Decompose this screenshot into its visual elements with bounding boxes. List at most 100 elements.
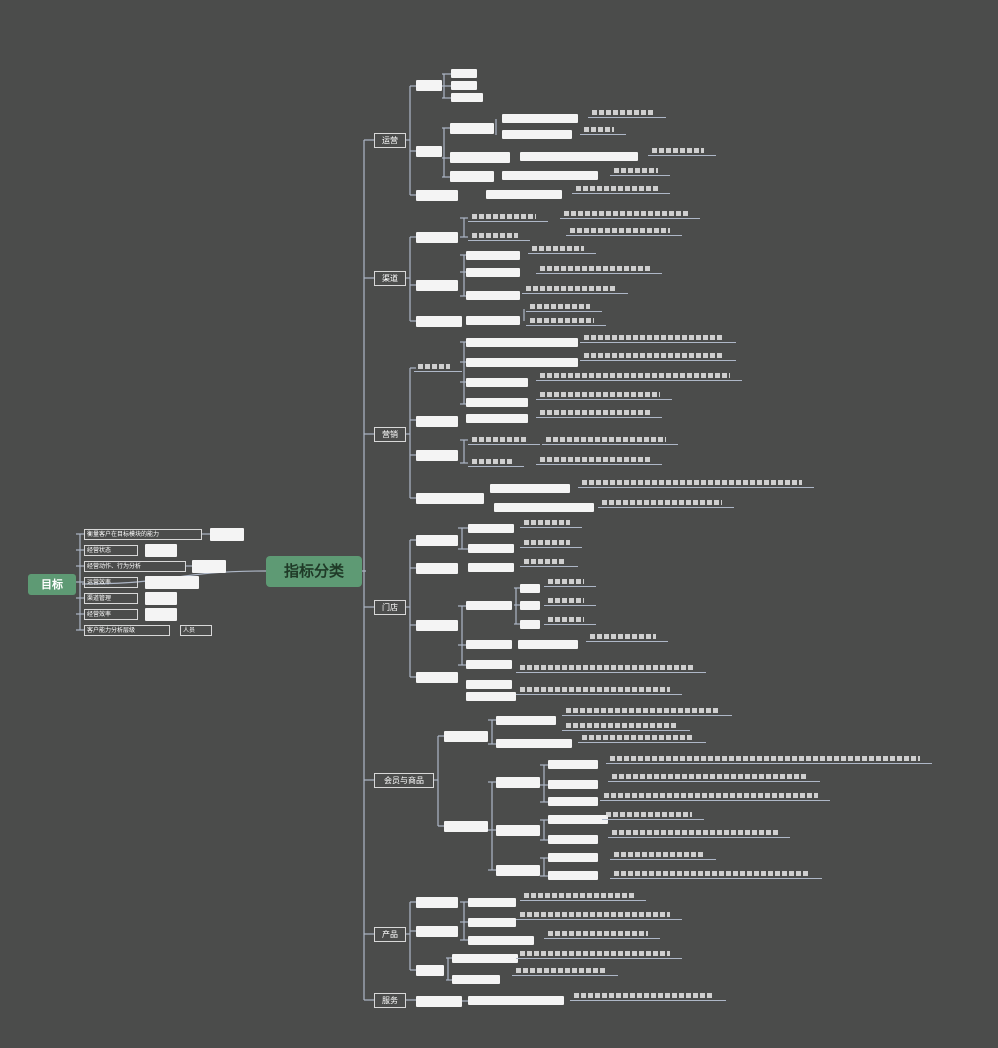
- blurred-text-line: [614, 871, 810, 876]
- redacted-box: [468, 898, 516, 907]
- redacted-box: [416, 316, 462, 327]
- category-node-store[interactable]: 门店: [374, 600, 406, 615]
- blurred-text-line: [584, 335, 724, 340]
- redacted-box: [451, 69, 477, 78]
- redacted-box: [444, 821, 488, 832]
- text-underline: [570, 1000, 726, 1001]
- category-label: 门店: [382, 603, 398, 612]
- redacted-box: [496, 825, 540, 836]
- redacted-box: [496, 739, 572, 748]
- redacted-box: [416, 450, 458, 461]
- root-node[interactable]: 指标分类: [266, 556, 362, 587]
- text-underline: [516, 958, 682, 959]
- goal-item[interactable]: 经营效率: [84, 609, 138, 620]
- text-underline: [516, 694, 682, 695]
- blurred-text-line: [540, 373, 730, 378]
- redacted-box: [451, 93, 483, 102]
- blurred-text-line: [532, 246, 584, 251]
- goal-item[interactable]: 运营效率: [84, 577, 138, 588]
- blurred-text-line: [612, 774, 808, 779]
- text-underline: [526, 325, 606, 326]
- redacted-box: [416, 965, 444, 976]
- text-underline: [520, 527, 582, 528]
- category-node-marketing[interactable]: 营销: [374, 427, 406, 442]
- redacted-box: [548, 797, 598, 806]
- redacted-box: [502, 171, 598, 180]
- redacted-box: [468, 918, 516, 927]
- redacted-box: [496, 716, 556, 725]
- redacted-box: [468, 524, 514, 533]
- goal-item[interactable]: 经营动作、行为分析: [84, 561, 186, 572]
- category-node-service[interactable]: 服务: [374, 993, 406, 1008]
- category-node-operations[interactable]: 运营: [374, 133, 406, 148]
- redacted-box: [486, 190, 562, 199]
- text-underline: [544, 624, 596, 625]
- text-underline: [648, 155, 716, 156]
- redacted-box: [466, 251, 520, 260]
- blurred-text-line: [530, 304, 590, 309]
- redacted-box: [444, 731, 488, 742]
- redacted-box: [416, 416, 458, 427]
- redacted-box: [466, 680, 512, 689]
- blurred-text-line: [570, 228, 670, 233]
- redacted-box: [468, 544, 514, 553]
- text-underline: [468, 221, 548, 222]
- category-node-member-goods[interactable]: 会员与商品: [374, 773, 434, 788]
- blurred-text-line: [540, 410, 650, 415]
- blurred-text-line: [564, 211, 688, 216]
- goal-item[interactable]: 渠道管理: [84, 593, 138, 604]
- redacted-box: [416, 897, 458, 908]
- goal-item-label: 经营效率: [87, 611, 112, 618]
- redacted-box: [466, 692, 516, 701]
- goal-item[interactable]: 衡量客户在目标模块的能力: [84, 529, 202, 540]
- goal-item[interactable]: 经营状态: [84, 545, 138, 556]
- text-underline: [598, 507, 734, 508]
- blurred-text-line: [520, 951, 670, 956]
- text-underline: [606, 763, 932, 764]
- goal-node[interactable]: 目标: [28, 574, 76, 595]
- goal-value-box: [145, 576, 199, 589]
- text-underline: [414, 371, 462, 372]
- text-underline: [536, 464, 662, 465]
- redacted-box: [416, 563, 458, 574]
- text-underline: [608, 837, 790, 838]
- text-underline: [522, 293, 628, 294]
- text-underline: [520, 900, 646, 901]
- redacted-box: [490, 484, 570, 493]
- redacted-box: [520, 601, 540, 610]
- text-underline: [468, 444, 540, 445]
- blurred-text-line: [548, 931, 648, 936]
- text-underline: [586, 641, 668, 642]
- redacted-box: [466, 601, 512, 610]
- redacted-box: [502, 130, 572, 139]
- goal-item-label: 运营效率: [87, 579, 112, 586]
- goal-item-label: 渠道管理: [87, 595, 112, 602]
- text-underline: [578, 742, 706, 743]
- text-underline: [544, 938, 660, 939]
- text-underline: [572, 193, 670, 194]
- category-node-channel[interactable]: 渠道: [374, 271, 406, 286]
- blurred-text-line: [524, 559, 566, 564]
- blurred-text-line: [614, 852, 704, 857]
- blurred-text-line: [584, 353, 724, 358]
- goal-value-box: [145, 544, 177, 557]
- redacted-box: [496, 865, 540, 876]
- category-node-product[interactable]: 产品: [374, 927, 406, 942]
- blurred-text-line: [516, 968, 606, 973]
- goal-item[interactable]: 客户能力分析层级: [84, 625, 170, 636]
- goal-value-box: [210, 528, 244, 541]
- redacted-box: [520, 584, 540, 593]
- blurred-text-line: [530, 318, 594, 323]
- redacted-box: [494, 503, 594, 512]
- text-underline: [536, 273, 662, 274]
- redacted-box: [466, 378, 528, 387]
- blurred-text-line: [614, 168, 658, 173]
- blurred-text-line: [566, 708, 720, 713]
- redacted-box: [416, 280, 458, 291]
- text-underline: [588, 117, 666, 118]
- blurred-text-line: [604, 793, 818, 798]
- blurred-text-line: [606, 812, 692, 817]
- redacted-box: [548, 815, 608, 824]
- text-underline: [520, 566, 578, 567]
